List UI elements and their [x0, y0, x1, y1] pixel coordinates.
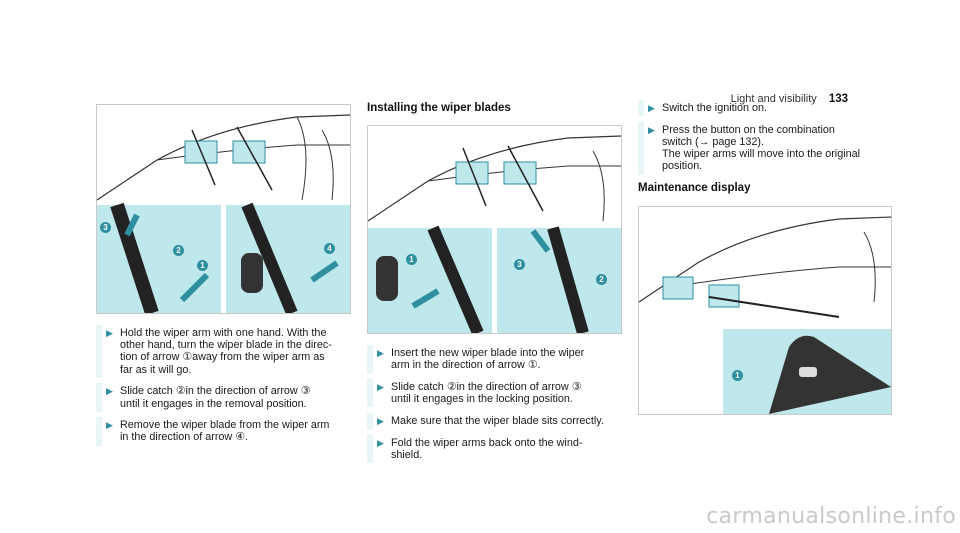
figure-maintenance-display: 1 [638, 206, 892, 415]
col3-steps: ▶ Switch the ignition on. ▶ Press the bu… [638, 99, 900, 182]
step-item: ▶ Fold the wiper arms back onto the wind… [367, 434, 629, 464]
page-header: Light and visibility 133 [731, 93, 848, 105]
step-item: ▶ Press the button on the combination sw… [638, 121, 900, 175]
page-number: 133 [828, 93, 848, 105]
callout: 4 [324, 243, 335, 254]
step-arrow-icon: ▶ [106, 386, 113, 397]
step-arrow-icon: ▶ [106, 420, 113, 431]
step-item: ▶ Hold the wiper arm with one hand. With… [96, 325, 358, 378]
step-arrow-icon: ▶ [377, 348, 384, 358]
step-item: ▶ Slide catch ②in the direction of arrow… [367, 378, 629, 408]
col1-steps: ▶ Hold the wiper arm with one hand. With… [96, 325, 358, 453]
step-item: ▶ Insert the new wiper blade into the wi… [367, 344, 629, 374]
callout: 1 [406, 254, 417, 265]
step-arrow-icon: ▶ [106, 328, 113, 338]
step-arrow-icon: ▶ [377, 437, 384, 448]
step-arrow-icon: ▶ [648, 124, 655, 135]
callout: 1 [197, 260, 208, 271]
callout: 3 [100, 222, 111, 233]
installing-heading: Installing the wiper blades [367, 102, 511, 114]
section-title: Light and visibility [730, 93, 817, 105]
callout: 3 [514, 259, 525, 270]
figure-wiper-removal: 3 2 1 4 [96, 104, 351, 314]
callout: 2 [596, 274, 607, 285]
col2-steps: ▶ Insert the new wiper blade into the wi… [367, 344, 629, 470]
step-item: ▶ Switch the ignition on. [638, 99, 900, 117]
step-arrow-icon: ▶ [648, 103, 655, 113]
step-item: ▶ Slide catch ②in the direction of arrow… [96, 383, 358, 413]
step-item: ▶ Make sure that the wiper blade sits co… [367, 412, 629, 430]
maintenance-heading: Maintenance display [638, 182, 751, 194]
callout: 1 [732, 370, 743, 381]
step-arrow-icon: ▶ [377, 415, 384, 426]
step-arrow-icon: ▶ [377, 381, 384, 392]
callout: 2 [173, 245, 184, 256]
watermark: carmanualsonline.info [706, 504, 956, 529]
figure-wiper-install: 1 3 2 [367, 125, 622, 334]
step-item: ▶ Remove the wiper blade from the wiper … [96, 417, 358, 447]
